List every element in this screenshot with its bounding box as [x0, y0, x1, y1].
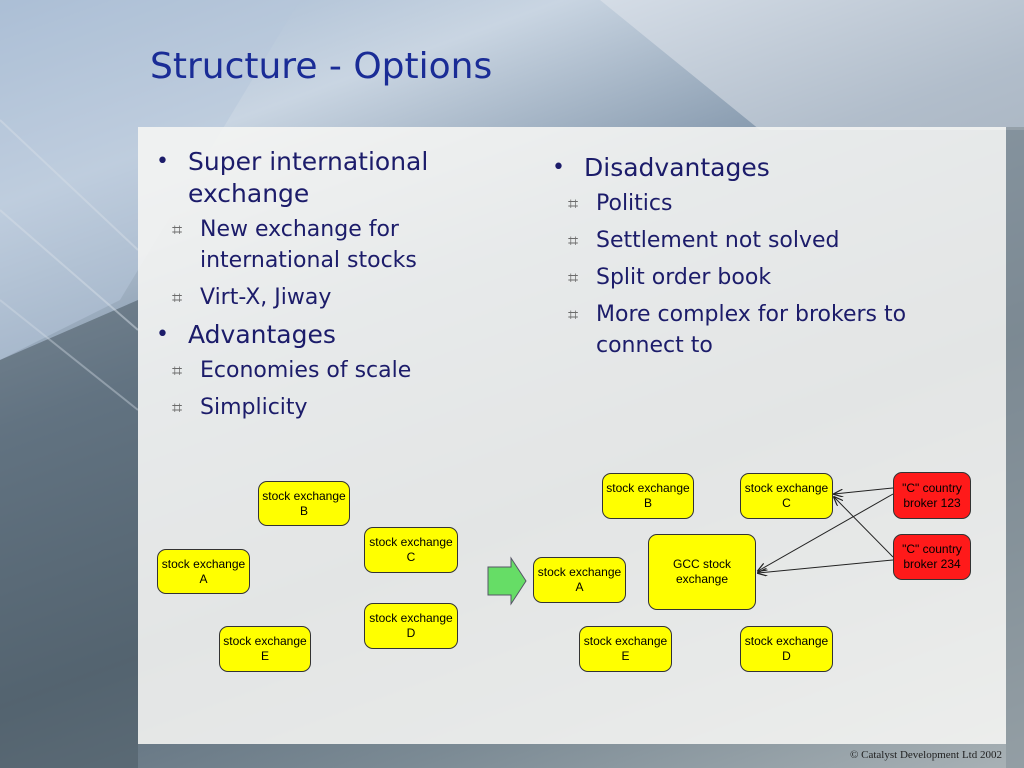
connector-broker123-to-exchange-c: [834, 487, 894, 494]
sub-bullet-icon: ⌗: [568, 305, 579, 326]
sub-bullet-label: Politics: [596, 191, 673, 216]
node-before-exchange-a: stock exchange A: [157, 549, 250, 594]
node-before-exchange-c: stock exchange C: [364, 527, 458, 573]
sub-bullet-label: Economies of scale: [200, 358, 412, 383]
node-after-exchange-a: stock exchange A: [533, 557, 626, 603]
sub-bullet-virt-x: ⌗ Virt-X, Jiway: [169, 282, 512, 313]
sub-list: ⌗ Economies of scale ⌗ Simplicity: [169, 355, 512, 423]
connector-broker234-to-gcc: [758, 559, 894, 573]
sub-list: ⌗ Politics ⌗ Settlement not solved ⌗ Spl…: [565, 188, 988, 361]
sub-bullet-label: Simplicity: [200, 395, 308, 420]
sub-bullet-icon: ⌗: [568, 231, 579, 252]
bullet-label: Disadvantages: [584, 153, 770, 182]
sub-bullet-label: Split order book: [596, 265, 772, 290]
node-after-exchange-e: stock exchange E: [579, 626, 672, 672]
sub-bullet-icon: ⌗: [172, 288, 183, 309]
sub-bullet-label: Virt-X, Jiway: [200, 285, 332, 310]
sub-bullet-new-exchange: ⌗ New exchange for international stocks: [169, 214, 512, 276]
node-before-exchange-b: stock exchange B: [258, 481, 350, 526]
bullet-dot-icon: •: [552, 155, 565, 180]
bullet-dot-icon: •: [156, 149, 169, 174]
copyright-footer: © Catalyst Development Ltd 2002: [850, 749, 1002, 761]
bullet-disadvantages: • Disadvantages: [548, 152, 988, 184]
node-after-exchange-c: stock exchange C: [740, 473, 833, 519]
sub-list: ⌗ New exchange for international stocks …: [169, 214, 512, 313]
sub-bullet-icon: ⌗: [172, 220, 183, 241]
sub-bullet-settlement: ⌗ Settlement not solved: [565, 225, 988, 256]
node-after-exchange-d: stock exchange D: [740, 626, 833, 672]
bullet-advantages: • Advantages: [152, 319, 512, 351]
sub-bullet-icon: ⌗: [172, 361, 183, 382]
sub-bullet-icon: ⌗: [568, 194, 579, 215]
sub-bullet-label: More complex for brokers to connect to: [596, 302, 907, 358]
left-bullet-column: • Super international exchange ⌗ New exc…: [152, 146, 512, 429]
bullet-dot-icon: •: [156, 322, 169, 347]
sub-bullet-icon: ⌗: [568, 268, 579, 289]
node-gcc-stock-exchange: GCC stock exchange: [648, 534, 756, 610]
sub-bullet-icon: ⌗: [172, 398, 183, 419]
node-broker-234: "C" country broker 234: [893, 534, 971, 580]
sub-bullet-simplicity: ⌗ Simplicity: [169, 392, 512, 423]
sub-bullet-more-complex: ⌗ More complex for brokers to connect to: [565, 299, 988, 361]
sub-bullet-economies: ⌗ Economies of scale: [169, 355, 512, 386]
sub-bullet-split-order-book: ⌗ Split order book: [565, 262, 988, 293]
sub-bullet-politics: ⌗ Politics: [565, 188, 988, 219]
node-before-exchange-e: stock exchange E: [219, 626, 311, 672]
transition-arrow-icon: [487, 556, 527, 606]
slide-title: Structure - Options: [150, 46, 493, 87]
sub-bullet-label: New exchange for international stocks: [200, 217, 417, 273]
sub-bullet-label: Settlement not solved: [596, 228, 840, 253]
connector-broker234-to-exchange-c: [834, 497, 894, 558]
node-before-exchange-d: stock exchange D: [364, 603, 458, 649]
node-broker-123: "C" country broker 123: [893, 472, 971, 519]
bullet-super-international-exchange: • Super international exchange: [152, 146, 512, 210]
node-after-exchange-b: stock exchange B: [602, 473, 694, 519]
connector-broker123-to-gcc: [758, 493, 894, 571]
right-bullet-column: • Disadvantages ⌗ Politics ⌗ Settlement …: [548, 152, 988, 367]
bullet-label: Super international exchange: [188, 147, 429, 208]
bullet-label: Advantages: [188, 320, 336, 349]
